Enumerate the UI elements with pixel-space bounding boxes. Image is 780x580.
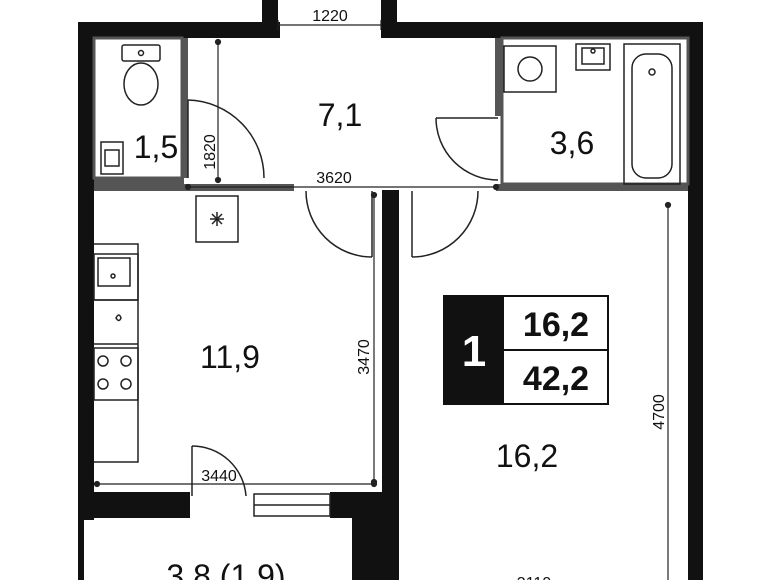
kitchen-door-swing [305,190,373,258]
living-door-swing [411,190,479,258]
dim-label-3110: 3110 [517,575,552,580]
bathtub-icon [623,43,681,185]
ventilation-icon [195,195,239,243]
dimension-lines [93,20,672,580]
wc-sink-icon [100,141,124,175]
room-area-kitchen: 11,9 [200,339,260,375]
dim-label-3440: 3440 [201,468,237,485]
dim-label-1820: 1820 [202,134,219,170]
room-area-bath: 3,6 [550,125,594,161]
faucet-icon [115,314,122,322]
room-area-living: 16,2 [496,438,558,474]
room-area-balcony: 3,8 (1,9) [166,558,285,580]
stove-icon [93,347,139,401]
bath-outline [500,36,690,186]
summary-badge: 1 16,2 42,2 [443,295,609,405]
toilet-icon [121,44,161,106]
walls [78,0,703,580]
wc-door-swing [187,99,265,179]
bath-door-swing [435,117,499,181]
room-area-hall: 7,1 [318,97,362,133]
total-area-value: 42,2 [523,360,589,398]
dim-label-4700: 4700 [651,394,668,430]
balcony-door-swing [191,445,247,497]
bath-sink-icon [575,43,611,71]
living-area-value: 16,2 [523,306,589,344]
balcony-door-frame [253,493,331,517]
dim-label-3470: 3470 [356,339,373,375]
kitchen-counter [93,243,139,463]
dim-label-3620: 3620 [316,170,352,187]
wc-outline [92,36,184,180]
room-area-wc: 1,5 [134,129,178,165]
washing-machine-icon [503,45,557,93]
rooms-count: 1 [462,327,486,376]
dim-label-1220: 1220 [312,8,348,25]
doors [187,99,499,497]
